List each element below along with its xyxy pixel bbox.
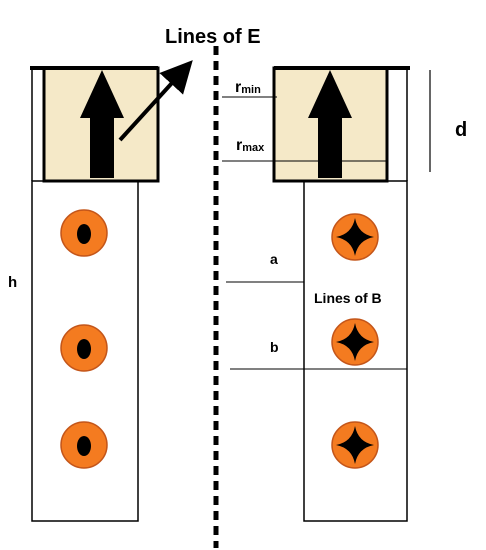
- left-body: [31, 180, 139, 522]
- right-section: [272, 66, 410, 522]
- r-max-label: rmax: [236, 137, 265, 154]
- h-label: h: [8, 274, 17, 291]
- left-ring-2: [60, 324, 108, 372]
- d-label: d: [455, 119, 467, 141]
- right-body: [303, 180, 408, 522]
- right-ring-3: [331, 421, 379, 469]
- right-ring-2: [331, 318, 379, 366]
- left-ring-1: [60, 209, 108, 257]
- left-vertical-arrow: [80, 70, 124, 178]
- left-ring-3: [60, 421, 108, 469]
- left-diagonal-arrow: [118, 60, 193, 142]
- lines-of-b-label: Lines of B: [314, 290, 382, 306]
- right-ring-1: [331, 213, 379, 261]
- right-vertical-arrow: [308, 70, 352, 178]
- r-min-label: rmin: [235, 79, 261, 96]
- a-label: a: [270, 251, 278, 267]
- left-section: [30, 60, 193, 522]
- b-label: b: [270, 339, 279, 355]
- lines-of-e-label: Lines of E: [165, 26, 261, 48]
